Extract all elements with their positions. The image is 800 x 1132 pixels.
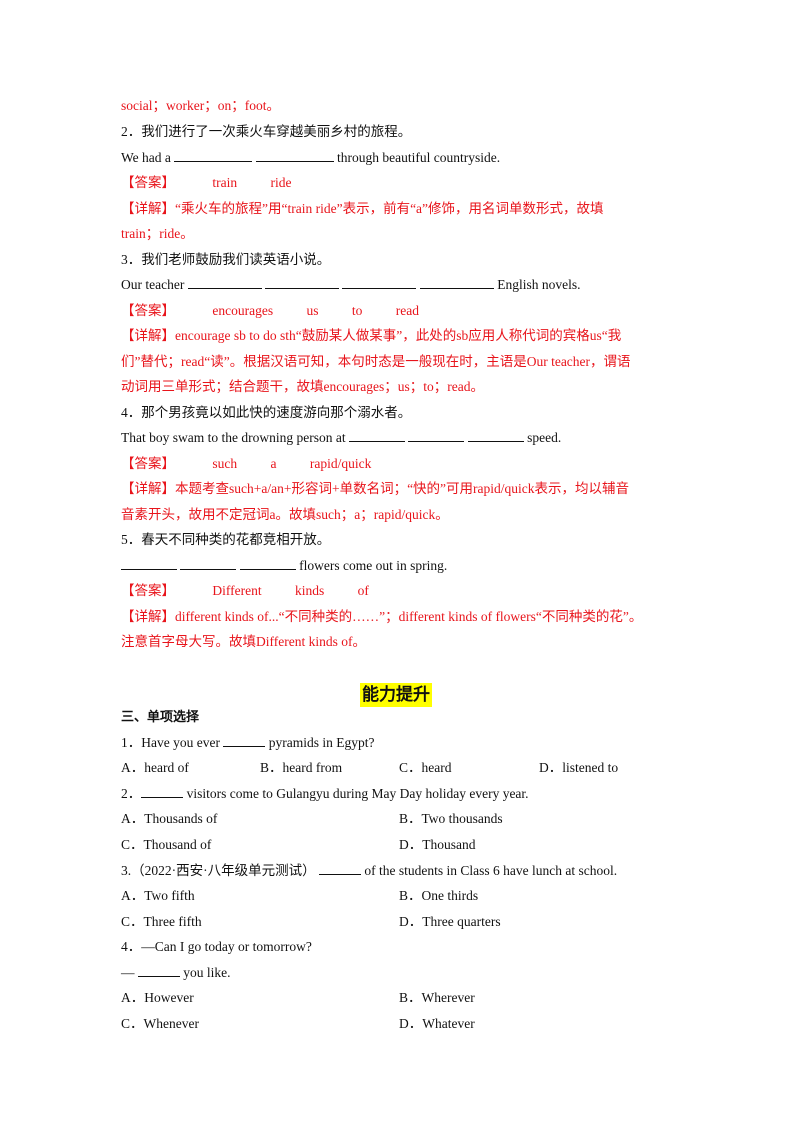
- answer-word: ride: [270, 175, 292, 190]
- answer-word: train: [212, 175, 238, 190]
- mc-q4-option-c[interactable]: C．Whenever: [121, 1016, 199, 1031]
- q2-detail-line: train；ride。: [121, 226, 194, 241]
- answer-word: rapid/quick: [309, 456, 372, 471]
- q5-prompt: 5．春天不同种类的花都竞相开放。: [121, 532, 331, 547]
- mc-q1-option-a[interactable]: A．heard of: [121, 760, 189, 775]
- section-title: 能力提升: [360, 683, 432, 707]
- blank: [408, 429, 465, 442]
- answer-word: a: [270, 456, 277, 471]
- stem-pre: 2．: [121, 786, 142, 801]
- mc-q2-option-b[interactable]: B．Two thousands: [399, 811, 503, 826]
- blank: [141, 785, 184, 798]
- answer-label: 【答案】: [121, 303, 175, 318]
- mc-heading: 三、单项选择: [121, 710, 200, 725]
- q3-detail-line: 【详解】encourage sb to do sth“鼓励某人做某事”，此处的s…: [121, 328, 622, 343]
- mc-q3-option-d[interactable]: D．Three quarters: [399, 914, 501, 929]
- stem-post: of the students in Class 6 have lunch at…: [364, 863, 618, 878]
- blank: [187, 276, 262, 289]
- blank: [174, 149, 253, 162]
- answer-word: Different: [212, 583, 262, 598]
- q4-prompt: 4．那个男孩竟以如此快的速度游向那个溺水者。: [121, 405, 412, 420]
- reply-pre: —: [121, 965, 135, 980]
- q5-answer: 【答案】 Different kinds of: [121, 582, 369, 600]
- q5-sentence-post: flowers come out in spring.: [299, 558, 448, 573]
- reply-post: you like.: [183, 965, 231, 980]
- q3-answer: 【答案】 encourages us to read: [121, 302, 419, 320]
- q4-answer: 【答案】 such a rapid/quick: [121, 455, 371, 473]
- mc-q4-reply: — you like.: [121, 964, 231, 982]
- mc-q1-option-c[interactable]: C．heard: [399, 760, 452, 775]
- mc-q4-option-b[interactable]: B．Wherever: [399, 990, 475, 1005]
- blank: [121, 557, 177, 570]
- q2-sentence-pre: We had a: [121, 150, 171, 165]
- q2-detail-line: 【详解】“乘火车的旅程”用“train ride”表示，前有“a”修饰，用名词单…: [121, 201, 604, 216]
- mc-q3-option-c[interactable]: C．Three fifth: [121, 914, 202, 929]
- blank: [223, 734, 266, 747]
- answer-label: 【答案】: [121, 456, 175, 471]
- stem-post: visitors come to Gulangyu during May Day…: [186, 786, 529, 801]
- mc-q3-option-a[interactable]: A．Two fifth: [121, 888, 195, 903]
- q2-prompt: 2．我们进行了一次乘火车穿越美丽乡村的旅程。: [121, 124, 412, 139]
- blank: [419, 276, 494, 289]
- blank: [255, 149, 334, 162]
- q3-detail-line: 们”替代；read“读”。根据汉语可知，本句时态是一般现在时，主语是Our te…: [121, 354, 631, 369]
- q5-detail-line: 注意首字母大写。故填Different kinds of。: [121, 634, 366, 649]
- mc-q3-stem: 3.（2022·西安·八年级单元测试） of the students in C…: [121, 862, 617, 880]
- q3-detail-line: 动词用三单形式；结合题干，故填encourages；us；to；read。: [121, 379, 484, 394]
- q4-sentence: That boy swam to the drowning person at …: [121, 429, 561, 447]
- stem-pre: 1．Have you ever: [121, 735, 220, 750]
- blank: [239, 557, 296, 570]
- mc-q1-option-b[interactable]: B．heard from: [260, 760, 343, 775]
- mc-q2-option-d[interactable]: D．Thousand: [399, 837, 476, 852]
- mc-q2-option-c[interactable]: C．Thousand of: [121, 837, 212, 852]
- q2-answer: 【答案】 train ride: [121, 174, 292, 192]
- blank: [348, 429, 405, 442]
- blank: [342, 276, 417, 289]
- q3-prompt: 3．我们老师鼓励我们读英语小说。: [121, 252, 331, 267]
- answer-label: 【答案】: [121, 175, 175, 190]
- answer-word: read: [395, 303, 419, 318]
- mc-q3-option-b[interactable]: B．One thirds: [399, 888, 479, 903]
- mc-q4-stem: 4．—Can I go today or tomorrow?: [121, 939, 312, 954]
- q2-sentence-post: through beautiful countryside.: [337, 150, 501, 165]
- blank: [265, 276, 340, 289]
- mc-q1-option-d[interactable]: D．listened to: [539, 760, 619, 775]
- q4-detail-line: 音素开头，故用不定冠词a。故填such；a；rapid/quick。: [121, 507, 449, 522]
- blank: [137, 964, 180, 977]
- answer-word: of: [357, 583, 369, 598]
- blank: [180, 557, 237, 570]
- answer-word: encourages: [212, 303, 274, 318]
- q3-sentence: Our teacher English novels.: [121, 276, 580, 294]
- answer-label: 【答案】: [121, 583, 175, 598]
- mc-q2-stem: 2． visitors come to Gulangyu during May …: [121, 785, 529, 803]
- blank: [319, 862, 361, 875]
- stem-post: pyramids in Egypt?: [268, 735, 375, 750]
- answer-word: kinds: [294, 583, 325, 598]
- q2-sentence: We had a through beautiful countryside.: [121, 149, 500, 167]
- blank: [467, 429, 524, 442]
- q3-sentence-pre: Our teacher: [121, 277, 185, 292]
- prev-answer-tail: social；worker；on；foot。: [121, 98, 280, 113]
- answer-word: such: [212, 456, 238, 471]
- q4-sentence-post: speed.: [527, 430, 562, 445]
- mc-q1-stem: 1．Have you ever pyramids in Egypt?: [121, 734, 374, 752]
- answer-word: us: [306, 303, 319, 318]
- stem-pre: 3.（2022·西安·八年级单元测试）: [121, 863, 316, 878]
- mc-q2-option-a[interactable]: A．Thousands of: [121, 811, 218, 826]
- mc-q4-option-a[interactable]: A．However: [121, 990, 194, 1005]
- q3-sentence-post: English novels.: [497, 277, 581, 292]
- q4-detail-line: 【详解】本题考查such+a/an+形容词+单数名词；“快的”可用rapid/q…: [121, 481, 630, 496]
- answer-word: to: [351, 303, 363, 318]
- q5-sentence: flowers come out in spring.: [121, 557, 447, 575]
- mc-q4-option-d[interactable]: D．Whatever: [399, 1016, 475, 1031]
- q5-detail-line: 【详解】different kinds of...“不同种类的……”；diffe…: [121, 609, 643, 624]
- q4-sentence-pre: That boy swam to the drowning person at: [121, 430, 346, 445]
